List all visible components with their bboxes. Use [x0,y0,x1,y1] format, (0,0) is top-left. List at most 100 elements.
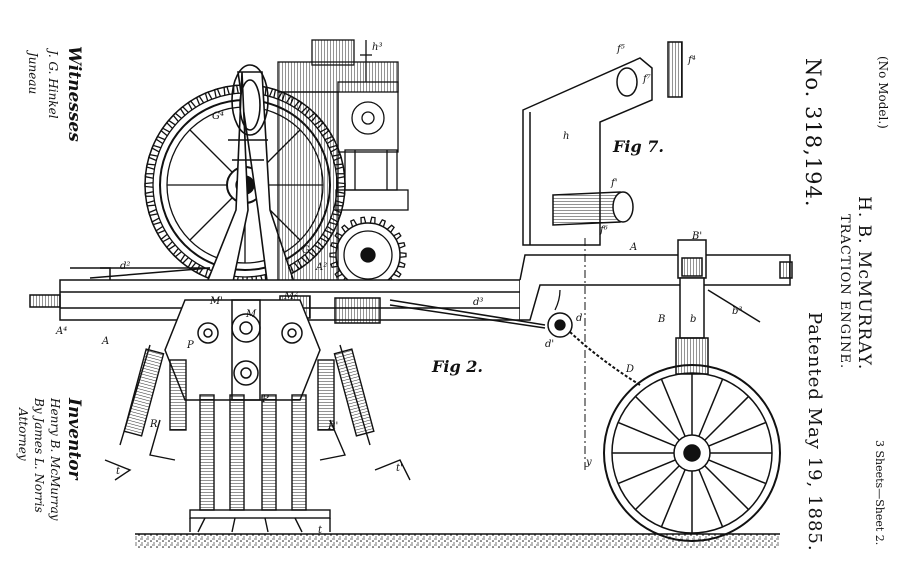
attorney-by: By James L. Norris [32,398,46,513]
gear-tooth [151,144,162,153]
part-label-h: h [563,131,570,142]
part-label-B1: B' [692,231,703,242]
gear-tooth [393,269,402,278]
part-label-G4: G⁴ [212,111,224,122]
gear-tooth [334,200,345,207]
gear-tooth [165,119,176,129]
wheel-spoke [708,459,767,485]
gear-tooth [330,261,339,269]
witness-signature-2: Juneau [26,52,40,95]
gear-tooth [160,127,171,137]
witnesses-heading: Witnesses [64,46,84,142]
gear-tooth [160,233,171,243]
part-label-t1: t' [396,463,403,474]
ground-strip [135,534,780,548]
digging-legs [104,344,411,533]
gear-tooth [397,241,406,249]
wheel-spoke [698,378,724,437]
wheel-spoke [617,459,676,485]
part-label-f4: f⁴ [688,55,696,66]
part-label-A: A [102,336,110,347]
gear-tooth [233,84,239,94]
gear-tooth [187,100,197,111]
part-label-P: P [262,394,269,405]
part-label-B: B [658,314,666,325]
wheel-spoke [698,469,724,528]
gear-tooth [151,217,162,226]
gear-tooth [360,216,367,224]
gear-tooth [397,261,406,269]
wheel-spoke [617,421,676,447]
fig7-label: Fig 7. [613,137,664,156]
gear-tooth [378,218,387,228]
part-label-R1: R' [328,421,339,432]
gear-tooth [144,173,154,179]
gear-tooth [399,252,407,258]
wheel-spoke [660,469,686,528]
gear-tooth [369,216,376,224]
gear-tooth [213,88,222,98]
gear-tooth [144,182,154,188]
part-label-f6: f⁶ [600,225,608,236]
gear-tooth [204,91,213,102]
gear-tooth [330,241,339,249]
gear-tooth [268,88,277,98]
rear-wheel-assembly [603,239,781,542]
gear-tooth [393,232,402,241]
gear-tooth [148,208,158,217]
part-label-G: G [302,245,310,256]
part-label-A4: A⁴ [56,326,68,337]
gear-tooth [155,135,166,145]
part-label-t: t [318,525,323,536]
part-label-M1: M' [210,296,223,307]
gear-tooth [148,153,158,162]
subject-title: TRACTION ENGINE. [837,214,852,370]
part-label-M2: M² [284,291,299,302]
part-label-M: M [246,309,257,320]
part-label-b3: b³ [732,306,743,317]
inventor-header: H. B. McMURRAY. [854,196,874,371]
part-label-A2: A² [316,262,328,273]
wheel-spoke [704,465,750,511]
part-label-y: y [586,457,592,468]
inventor-signature: Henry B. McMurray [48,398,62,521]
part-label-f5: f⁵ [617,44,625,55]
drive-chain [547,289,641,386]
gear-tooth [334,269,343,278]
part-label-h3: h³ [372,42,383,53]
wheel-spoke [660,378,686,437]
gear-tooth [144,191,154,197]
part-label-f7: f⁷ [643,74,651,85]
part-label-A: A [630,242,638,253]
gear-tooth [329,252,337,258]
part-label-t: t [116,466,121,477]
center-plate [164,299,321,401]
fig2-label: Fig 2. [432,357,483,376]
gear-tooth [165,241,176,251]
gear-tooth [155,225,166,235]
wheel-spoke [634,465,680,511]
part-label-f1: f' [611,178,618,189]
gear-tooth [195,95,205,106]
gear-tooth [223,85,230,96]
part-label-D: D [626,364,635,375]
wheel-spoke [704,395,750,441]
gear-tooth [341,224,350,233]
part-label-d1: d' [545,339,555,350]
gear-tooth [334,163,345,170]
gear-tooth [145,200,156,207]
patent-number: No. 318,194. [801,58,825,208]
fig7-bracket [522,41,683,246]
gear-tooth [336,191,346,197]
gear-tooth [349,218,358,228]
model-note: (No Model.) [876,56,890,129]
gear-tooth [172,112,182,122]
gear-tooth [145,163,156,170]
gear-tooth [179,105,189,116]
part-label-d2: d² [120,261,131,272]
sheet-count: 3 Sheets—Sheet 2. [873,440,886,546]
part-label-P: P [187,340,194,351]
engine-block [277,39,409,294]
